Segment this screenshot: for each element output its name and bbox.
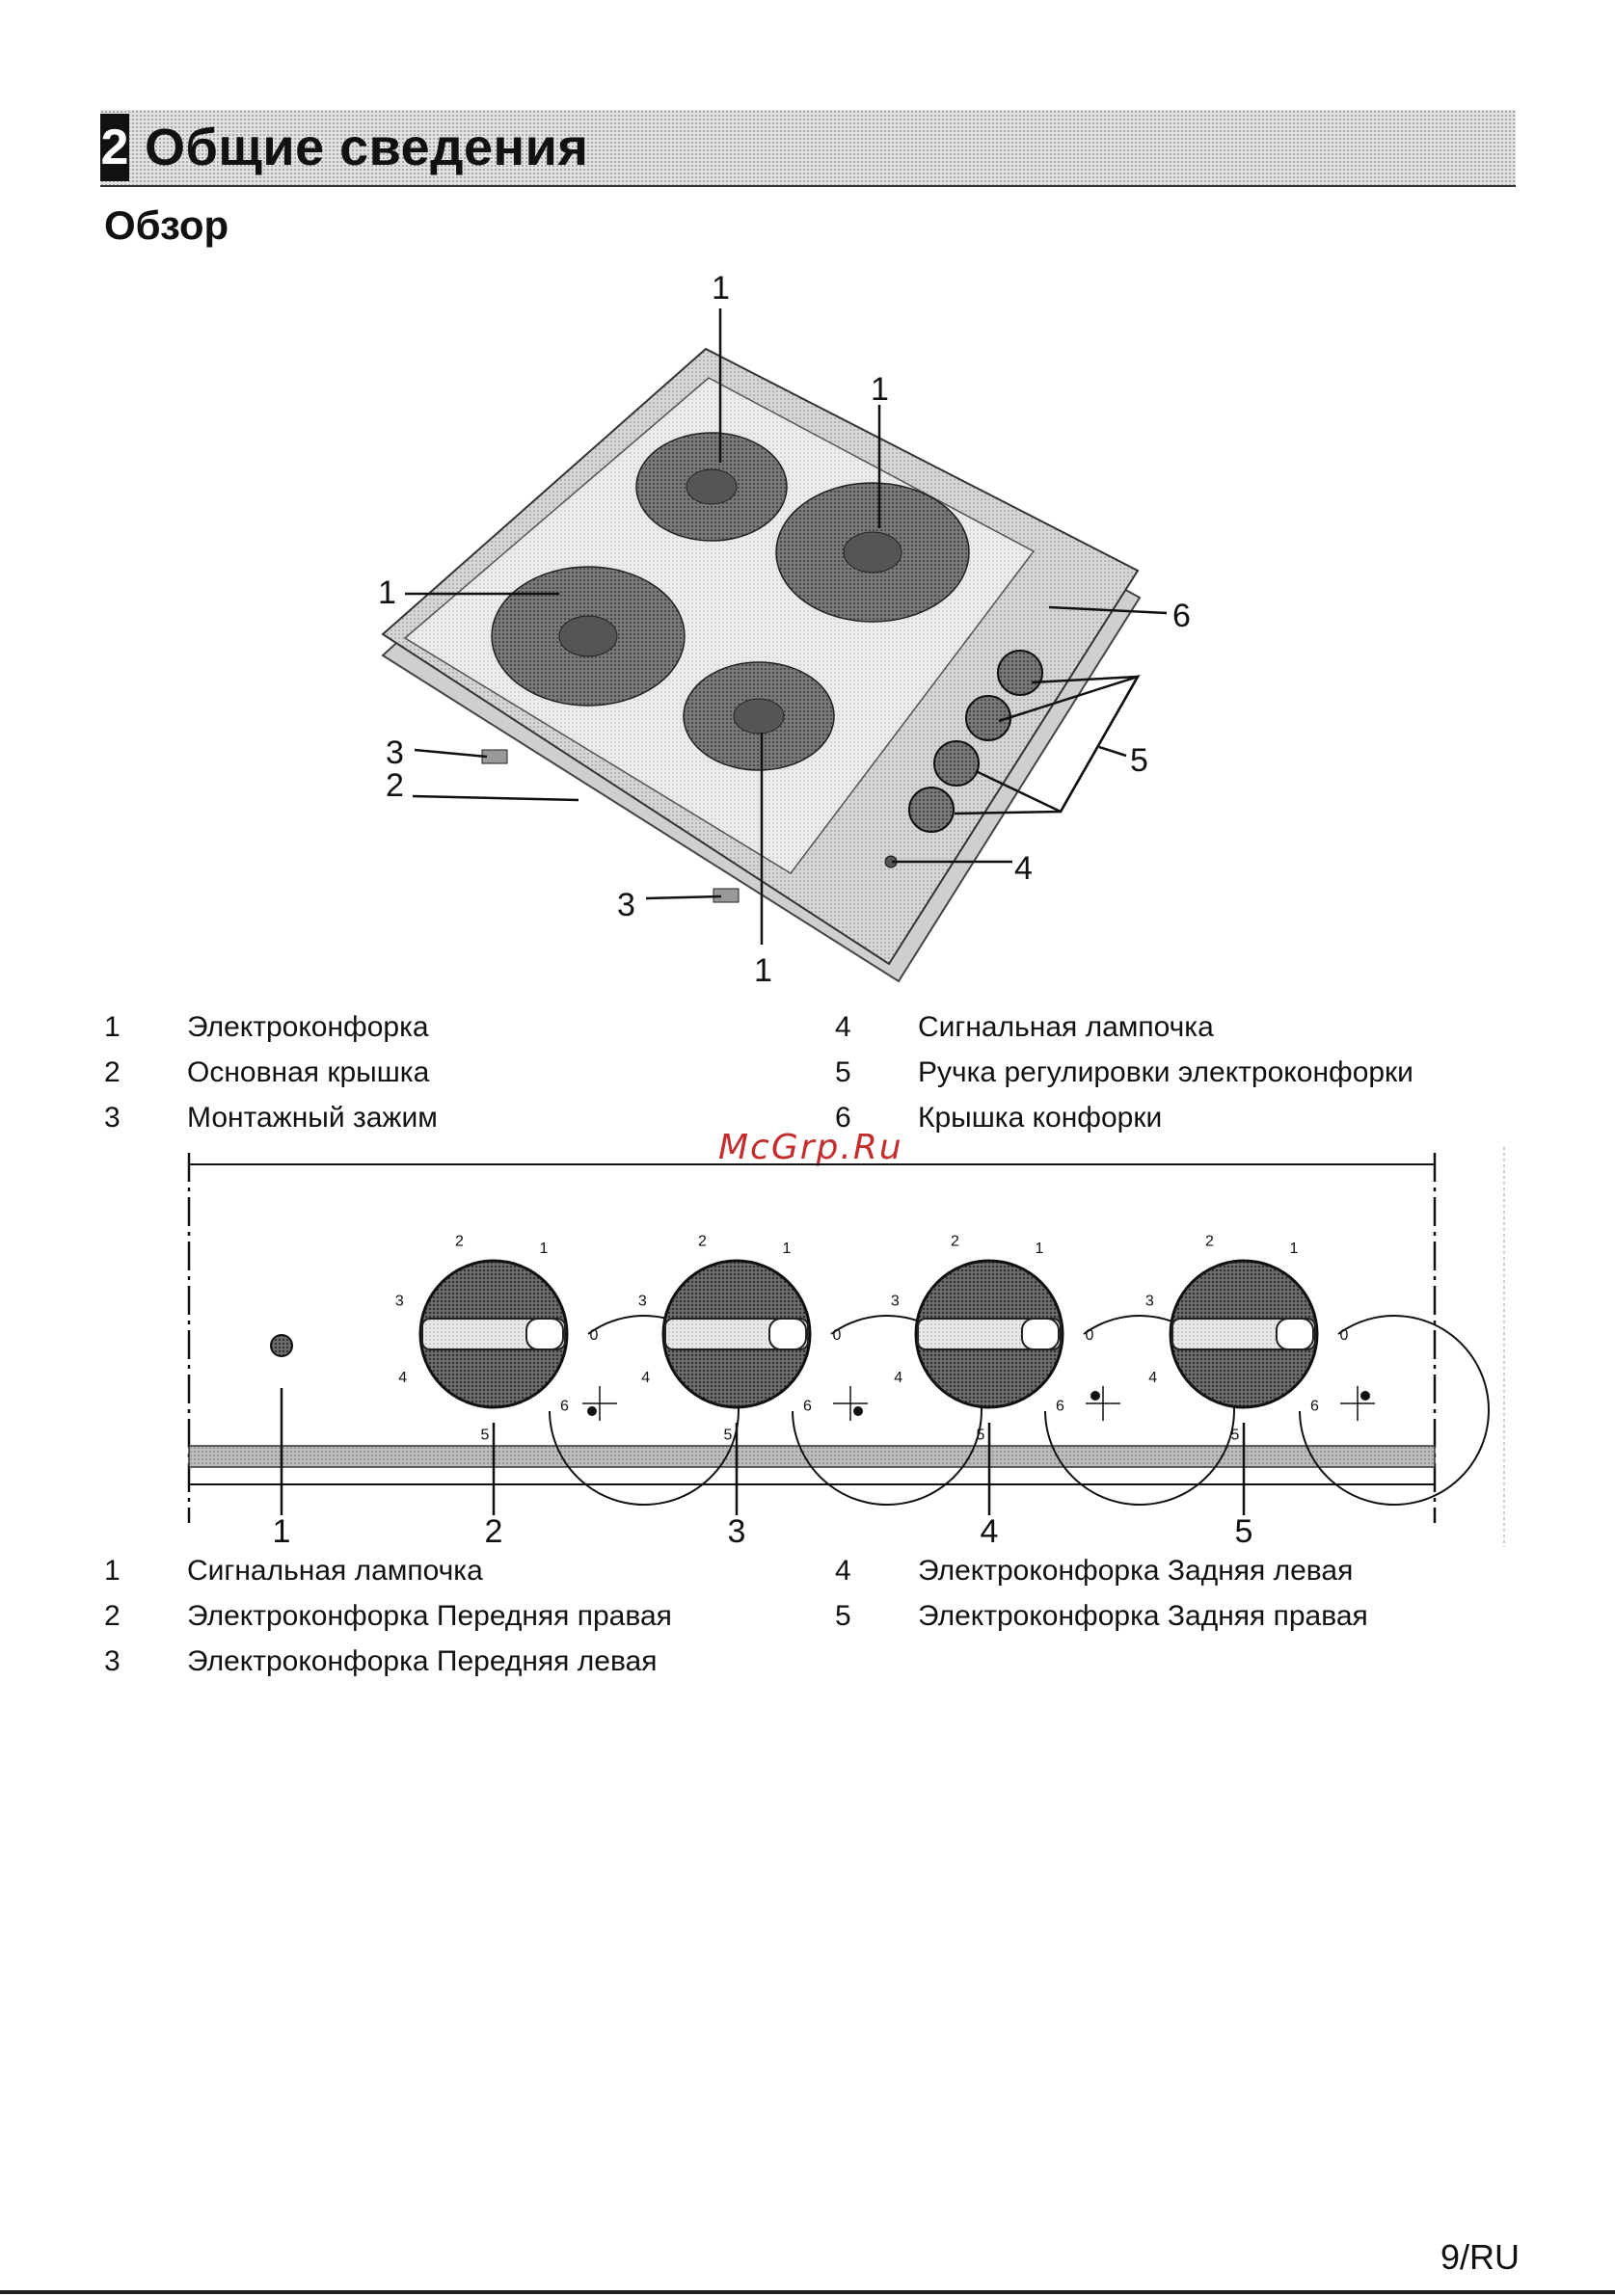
panel-label: 5 xyxy=(1235,1513,1253,1550)
hob-diagram: 1 1 1 1 2 3 3 4 5 6 xyxy=(378,270,1191,989)
dial-mark: 1 xyxy=(1290,1241,1299,1257)
dial-mark: 2 xyxy=(951,1233,959,1249)
dial-mark: 4 xyxy=(1148,1370,1157,1386)
dial-mark: 3 xyxy=(891,1293,900,1309)
burner-position-symbol xyxy=(1340,1386,1375,1421)
dial-mark: 0 xyxy=(1340,1327,1349,1344)
callout-5: 5 xyxy=(1130,742,1148,779)
callout-2: 2 xyxy=(386,767,404,804)
dial-mark: 2 xyxy=(455,1233,464,1249)
dial-mark: 1 xyxy=(783,1241,792,1257)
panel-label: 1 xyxy=(273,1513,291,1550)
control-knob[interactable]: 0 1 2 3 4 5 6 xyxy=(395,1233,740,1506)
panel-label: 2 xyxy=(485,1513,503,1550)
callout-1: 1 xyxy=(712,270,730,307)
panel-signal-lamp xyxy=(270,1334,293,1357)
dial-mark: 6 xyxy=(1056,1399,1064,1415)
dial-mark: 5 xyxy=(976,1428,984,1444)
control-knob[interactable]: 0 1 2 3 4 5 6 xyxy=(1145,1233,1490,1506)
dial-mark: 3 xyxy=(638,1293,647,1309)
dial-mark: 5 xyxy=(480,1428,489,1444)
dial-mark: 0 xyxy=(1086,1327,1094,1344)
dial-mark: 5 xyxy=(1230,1428,1239,1444)
dial-mark: 4 xyxy=(641,1370,650,1386)
dial-mark: 0 xyxy=(833,1327,842,1344)
callout-3: 3 xyxy=(386,734,404,771)
burner-position-symbol xyxy=(582,1386,617,1421)
dial-mark: 2 xyxy=(1205,1233,1214,1249)
burner-rear-right xyxy=(775,482,970,623)
callout-4: 4 xyxy=(1014,850,1033,887)
section-header: 2 Общие сведения xyxy=(100,110,1516,187)
dial-mark: 2 xyxy=(698,1233,707,1249)
section-number: 2 xyxy=(100,114,129,181)
dial-mark: 0 xyxy=(590,1327,599,1344)
dial-mark: 6 xyxy=(1310,1399,1319,1415)
burner-rear-left xyxy=(635,432,788,542)
control-knob[interactable]: 0 1 2 3 4 5 6 xyxy=(891,1233,1235,1506)
callout-1: 1 xyxy=(754,952,772,989)
callout-1: 1 xyxy=(871,371,889,408)
dial-mark: 6 xyxy=(803,1399,812,1415)
dial-mark: 3 xyxy=(1145,1293,1154,1309)
dial-mark: 4 xyxy=(894,1370,902,1386)
dial-mark: 6 xyxy=(560,1399,569,1415)
control-knobs xyxy=(908,650,1043,833)
panel-label: 4 xyxy=(981,1513,999,1550)
callout-1: 1 xyxy=(378,574,396,611)
panel-trim-strip xyxy=(188,1445,1436,1468)
section-title: Общие сведения xyxy=(145,119,589,176)
burner-front-right xyxy=(683,661,835,771)
bottom-rule xyxy=(0,2290,1615,2294)
dial-mark: 5 xyxy=(723,1428,732,1444)
burner-front-left xyxy=(491,566,686,707)
panel-label: 3 xyxy=(728,1513,746,1550)
control-panel-diagram: 0 1 2 3 4 5 6 0 1 2 3 4 5 6 0 1 2 3 4 5 6 0 1 2 3 4 5 6 1 2 3 4 5 xyxy=(187,1147,1505,1550)
dial-mark: 3 xyxy=(395,1293,404,1309)
burner-position-symbol xyxy=(1086,1386,1120,1421)
page-number: 9/RU xyxy=(1440,2237,1521,2277)
dial-mark: 1 xyxy=(540,1241,549,1257)
dial-mark: 1 xyxy=(1036,1241,1044,1257)
control-knob[interactable]: 0 1 2 3 4 5 6 xyxy=(638,1233,982,1506)
callout-6: 6 xyxy=(1172,598,1191,634)
dial-mark: 4 xyxy=(398,1370,407,1386)
subsection-title: Обзор xyxy=(104,202,229,248)
callout-3: 3 xyxy=(617,887,635,923)
burner-position-symbol xyxy=(833,1386,868,1421)
watermark: McGrp.Ru xyxy=(718,1128,903,1167)
